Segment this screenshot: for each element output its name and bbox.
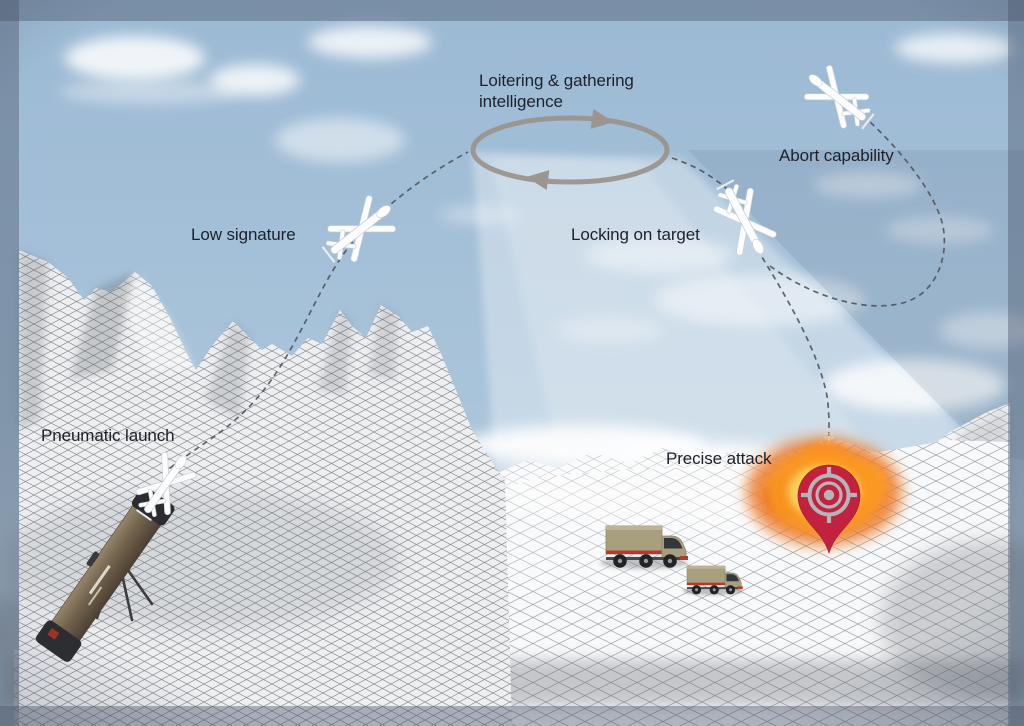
label-loitering-gathering-intelligence: Loitering & gathering intelligence bbox=[479, 71, 634, 111]
label-locking-on-target: Locking on target bbox=[571, 225, 700, 244]
label-abort-capability: Abort capability bbox=[779, 146, 894, 165]
label-precise-attack: Precise attack bbox=[666, 449, 772, 468]
label-low-signature: Low signature bbox=[191, 225, 296, 244]
label-pneumatic-launch: Pneumatic launch bbox=[41, 426, 175, 445]
